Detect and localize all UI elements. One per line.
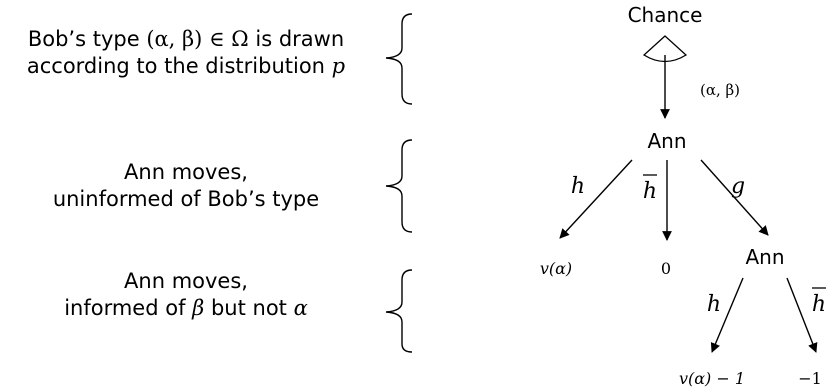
stage3-text-mid: but not <box>204 296 294 320</box>
edge-h-1-label: h <box>571 174 585 199</box>
stage-description-3: Ann moves, informed of β but not α <box>0 268 372 322</box>
stage-description-1: Bob’s type (α, β) ∈ Ω is drawn according… <box>0 26 372 80</box>
edge-g <box>700 159 769 236</box>
payoff-v-alpha-minus-1: v(α) − 1 <box>679 369 745 388</box>
edge-g-label: g <box>731 174 745 199</box>
edge-h-1 <box>559 159 633 239</box>
stage1-text-pre: Bob’s type <box>27 27 147 51</box>
stage1-distribution-math: p <box>331 54 346 78</box>
stage-brace-2 <box>385 139 413 233</box>
stage1-type-math: (α, β) ∈ Ω <box>146 27 249 51</box>
edge-h-2 <box>710 277 744 353</box>
stage1-text-post: is drawn <box>248 27 345 51</box>
ann-node-1: Ann <box>647 129 686 153</box>
stage-brace-1 <box>385 13 413 105</box>
edge-hbar-2-label: h <box>812 292 826 317</box>
chance-node-label: Chance <box>628 3 703 27</box>
payoff-minus-1: −1 <box>798 369 822 388</box>
stage1-text-line2: according to the distribution <box>26 54 332 78</box>
stage3-line1: Ann moves, <box>124 269 248 293</box>
ann-node-2: Ann <box>745 245 784 269</box>
payoff-zero: 0 <box>661 259 671 278</box>
edge-hbar-2 <box>786 277 818 353</box>
edge-h-2-label: h <box>707 292 721 317</box>
stage-brace-3 <box>385 269 413 353</box>
stage3-text-pre: informed of <box>64 296 193 320</box>
stage3-alpha-math: α <box>293 296 308 320</box>
stage3-beta-math: β <box>192 296 205 320</box>
chance-edge-label: (α, β) <box>700 81 740 99</box>
payoff-v-alpha: v(α) <box>540 259 572 278</box>
stage2-line2: uninformed of Bob’s type <box>52 187 320 211</box>
edge-hbar-1-label: h <box>643 179 657 204</box>
stage2-line1: Ann moves, <box>124 160 248 184</box>
stage-description-2: Ann moves, uninformed of Bob’s type <box>0 159 372 213</box>
